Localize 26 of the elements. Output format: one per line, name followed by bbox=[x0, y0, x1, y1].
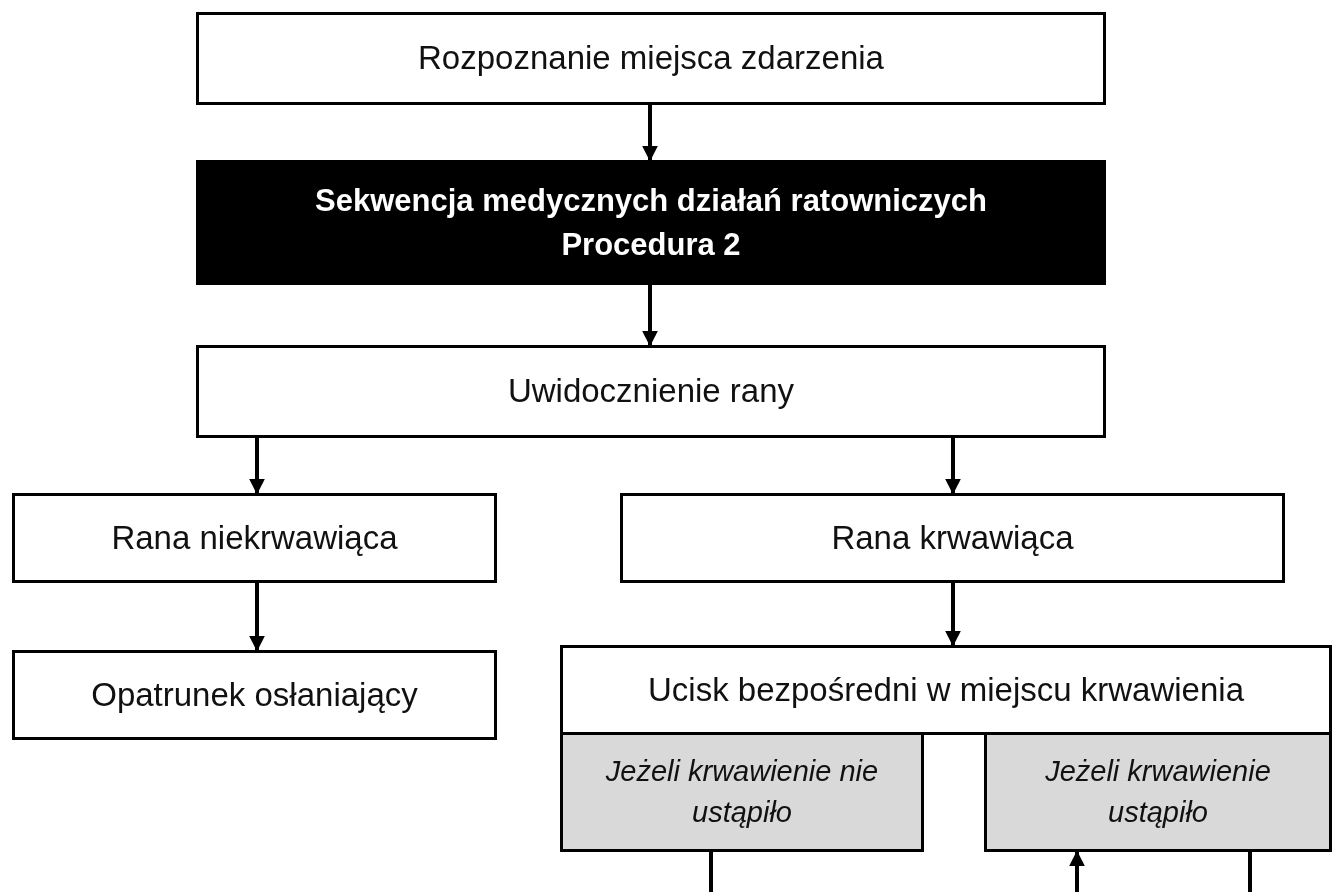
arrow bbox=[642, 285, 658, 347]
arrow bbox=[945, 583, 961, 647]
process-box bbox=[560, 645, 1332, 735]
box-label: Jeżeli krwawienie nie ustąpiło bbox=[604, 754, 880, 830]
box-label: Sekwencja medycznych działań ratowniczych bbox=[315, 182, 987, 221]
arrow bbox=[249, 438, 265, 495]
arrow bbox=[249, 583, 265, 652]
box-label: Rana krwawiąca bbox=[831, 517, 1074, 558]
box-label: Procedura 2 bbox=[561, 225, 741, 264]
box-label: Ucisk bezpośredni w miejscu krwawienia bbox=[647, 669, 1244, 710]
box-label: Jeżeli krwawienie ustąpiło bbox=[1044, 754, 1272, 830]
arrow bbox=[945, 438, 961, 495]
procedure-box bbox=[196, 160, 1106, 285]
process-box bbox=[12, 650, 497, 740]
condition-box bbox=[984, 732, 1332, 852]
box-label: Rozpoznanie miejsca zdarzenia bbox=[418, 38, 884, 79]
box-label: Uwidocznienie rany bbox=[507, 371, 795, 412]
condition-box bbox=[560, 732, 924, 852]
arrow bbox=[642, 105, 658, 162]
process-box bbox=[12, 493, 497, 583]
scene-box bbox=[196, 12, 1106, 105]
arrow bbox=[1069, 850, 1085, 892]
box-label: Opatrunek osłaniający bbox=[91, 674, 418, 715]
box-label: Rana niekrwawiąca bbox=[111, 517, 398, 558]
process-box bbox=[196, 345, 1106, 438]
process-box bbox=[620, 493, 1285, 583]
